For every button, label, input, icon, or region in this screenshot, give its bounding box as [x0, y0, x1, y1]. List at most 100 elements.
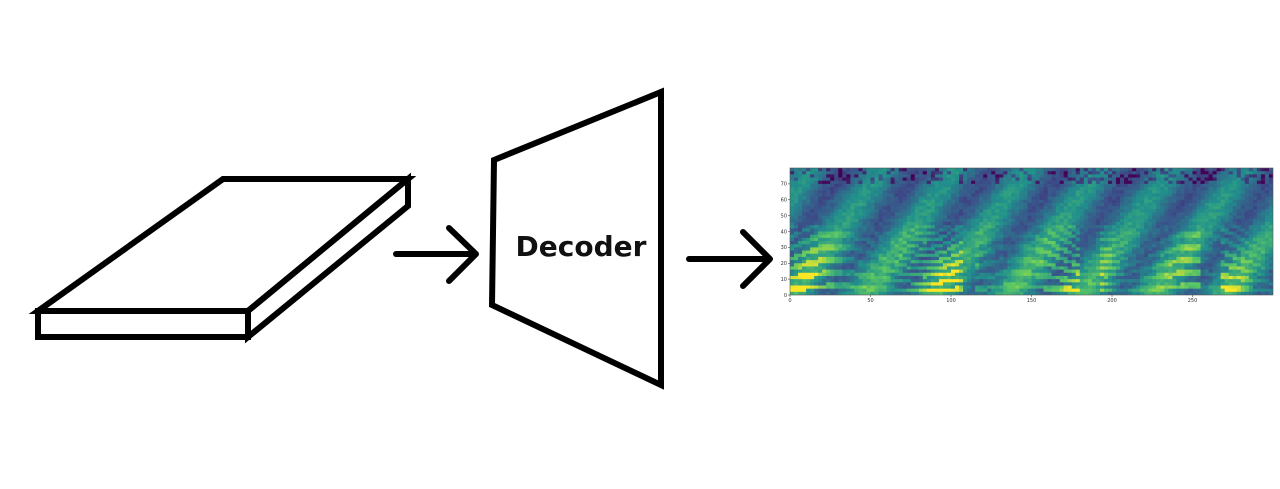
spectrogram-cell: [1031, 260, 1037, 264]
spectrogram-cell: [910, 193, 916, 198]
spectrogram-cell: [834, 168, 839, 172]
spectrogram-cell: [1192, 174, 1198, 179]
spectrogram-cell: [1136, 266, 1141, 271]
spectrogram-cell: [991, 266, 996, 271]
spectrogram-cell: [1232, 171, 1238, 175]
spectrogram-cell: [987, 291, 992, 295]
spectrogram-cell: [918, 282, 924, 287]
spectrogram-cell: [1019, 275, 1025, 280]
spectrogram-cell: [874, 193, 880, 198]
spectrogram-cell: [874, 218, 880, 223]
spectrogram-cell: [1144, 171, 1149, 175]
spectrogram-cell: [806, 171, 811, 175]
spectrogram-cell: [1168, 241, 1173, 245]
spectrogram-cell: [1176, 190, 1182, 194]
spectrogram-cell: [1067, 183, 1073, 188]
spectrogram-cell: [1136, 285, 1141, 290]
spectrogram-cell: [1252, 288, 1258, 293]
spectrogram-cell: [850, 193, 856, 198]
spectrogram-cell: [814, 190, 819, 194]
spectrogram-cell: [999, 196, 1004, 201]
spectrogram-cell: [926, 272, 932, 277]
spectrogram-cell: [842, 206, 847, 210]
spectrogram-cell: [886, 247, 892, 252]
spectrogram-cell: [1180, 221, 1186, 226]
spectrogram-cell: [1059, 193, 1065, 198]
spectrogram-cell: [1136, 171, 1141, 175]
spectrogram-cell: [1232, 269, 1238, 274]
spectrogram-cell: [1095, 260, 1101, 264]
spectrogram-cell: [1007, 253, 1012, 258]
spectrogram-cell: [1172, 177, 1178, 182]
spectrogram-cell: [1116, 221, 1121, 226]
spectrogram-cell: [1055, 228, 1061, 233]
spectrogram-cell: [1095, 269, 1101, 274]
spectrogram-cell: [1236, 199, 1242, 204]
spectrogram-cell: [874, 225, 880, 229]
spectrogram-cell: [1192, 209, 1198, 214]
spectrogram-cell: [991, 190, 996, 194]
spectrogram-cell: [1244, 282, 1250, 287]
spectrogram-cell: [1224, 275, 1230, 280]
spectrogram-cell: [846, 202, 851, 207]
spectrogram-cell: [890, 269, 896, 274]
spectrogram-cell: [995, 174, 1000, 179]
spectrogram-cell: [1079, 218, 1085, 223]
spectrogram-cell: [1103, 228, 1109, 233]
spectrogram-cell: [1063, 193, 1069, 198]
spectrogram-cell: [1216, 256, 1222, 261]
spectrogram-cell: [1019, 260, 1025, 264]
spectrogram-cell: [790, 237, 795, 242]
spectrogram-cell: [814, 168, 819, 172]
spectrogram-cell: [1236, 291, 1242, 295]
spectrogram-cell: [1112, 275, 1117, 280]
spectrogram-cell: [878, 291, 884, 295]
spectrogram-cell: [842, 250, 847, 255]
spectrogram-cell: [1248, 206, 1254, 210]
spectrogram-cell: [1047, 221, 1053, 226]
spectrogram-cell: [810, 183, 815, 188]
spectrogram-cell: [866, 250, 872, 255]
spectrogram-cell: [850, 196, 856, 201]
spectrogram-cell: [975, 180, 980, 185]
spectrogram-cell: [814, 225, 819, 229]
spectrogram-cell: [1132, 218, 1137, 223]
spectrogram-cell: [1248, 218, 1254, 223]
spectrogram-cell: [963, 266, 968, 271]
spectrogram-cell: [1124, 168, 1129, 172]
spectrogram-cell: [1236, 247, 1242, 252]
spectrogram-cell: [1019, 250, 1025, 255]
spectrogram-cell: [1148, 177, 1153, 182]
spectrogram-cell: [918, 183, 924, 188]
spectrogram-cell: [922, 247, 928, 252]
spectrogram-cell: [1031, 206, 1037, 210]
spectrogram-cell: [898, 250, 904, 255]
spectrogram-cell: [870, 225, 876, 229]
spectrogram-cell: [983, 193, 988, 198]
spectrogram-cell: [1220, 266, 1226, 271]
spectrogram-cell: [1015, 180, 1021, 185]
spectrogram-cell: [942, 244, 948, 248]
spectrogram-cell: [1188, 244, 1194, 248]
spectrogram-cell: [814, 171, 819, 175]
spectrogram-cell: [1047, 228, 1053, 233]
spectrogram-cell: [1184, 285, 1190, 290]
spectrogram-cell: [930, 171, 936, 175]
spectrogram-cell: [790, 218, 795, 223]
spectrogram-cell: [1268, 177, 1273, 182]
spectrogram-cell: [834, 247, 839, 252]
spectrogram-cell: [790, 234, 795, 239]
spectrogram-cell: [886, 174, 892, 179]
spectrogram-cell: [1087, 231, 1093, 236]
spectrogram-cell: [898, 193, 904, 198]
spectrogram-cell: [1091, 253, 1097, 258]
spectrogram-cell: [1103, 247, 1109, 252]
spectrogram-cell: [975, 250, 980, 255]
spectrogram-cell: [971, 221, 976, 226]
spectrogram-cell: [926, 206, 932, 210]
spectrogram-cell: [866, 282, 872, 287]
spectrogram-cell: [995, 250, 1000, 255]
spectrogram-cell: [914, 282, 920, 287]
spectrogram-cell: [818, 228, 823, 233]
spectrogram-cell: [934, 177, 940, 182]
